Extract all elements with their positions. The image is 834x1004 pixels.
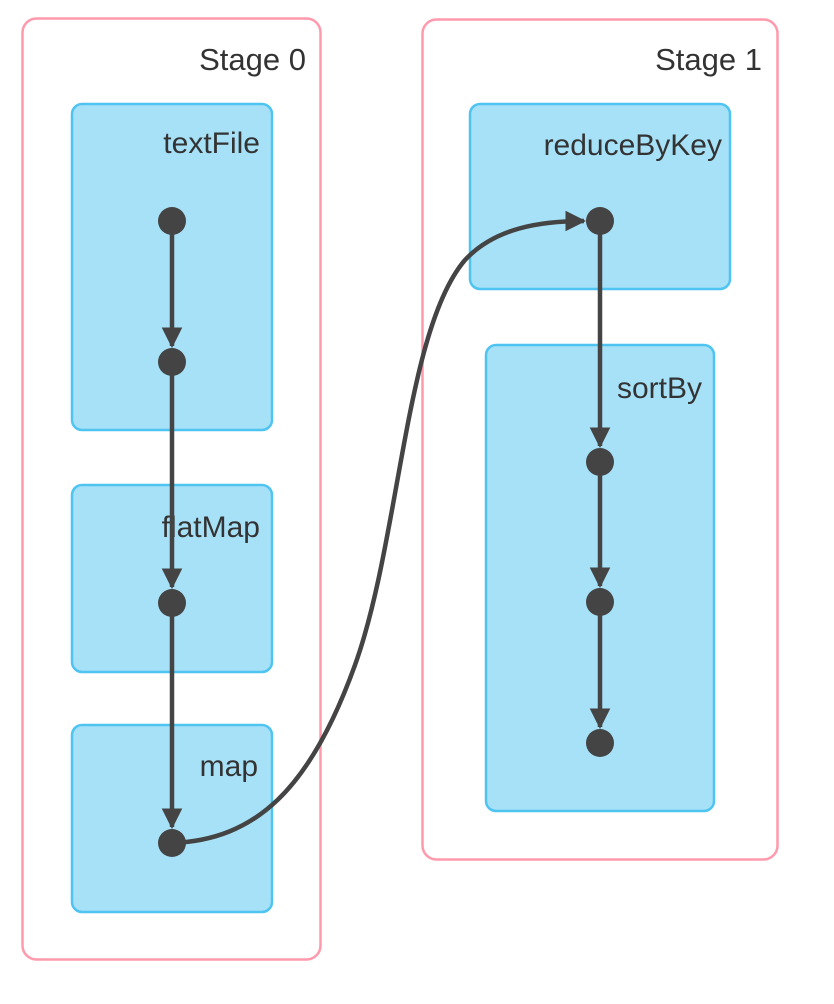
rdd-dot-flatmap-0[interactable] xyxy=(158,589,186,617)
rdd-dot-textfile-0[interactable] xyxy=(158,207,186,235)
edge-map-to-reducebykey-shuffle xyxy=(171,210,587,846)
rdd-dot-map-0[interactable] xyxy=(158,829,186,857)
rdd-dot-sortby-0[interactable] xyxy=(586,448,614,476)
operation-label-reducebykey: reduceByKey xyxy=(544,129,722,162)
stage-0-label: Stage 0 xyxy=(199,42,306,77)
rdd-dot-sortby-2[interactable] xyxy=(586,729,614,757)
rdd-dot-reducebykey-0[interactable] xyxy=(586,207,614,235)
operation-label-map: map xyxy=(200,750,258,783)
operation-label-textfile: textFile xyxy=(163,127,260,160)
rdd-dot-sortby-1[interactable] xyxy=(586,588,614,616)
operation-label-flatmap: flatMap xyxy=(162,511,260,544)
stage-1-label: Stage 1 xyxy=(655,42,762,77)
operation-label-sortby: sortBy xyxy=(617,372,702,405)
rdd-dot-textfile-1[interactable] xyxy=(158,348,186,376)
